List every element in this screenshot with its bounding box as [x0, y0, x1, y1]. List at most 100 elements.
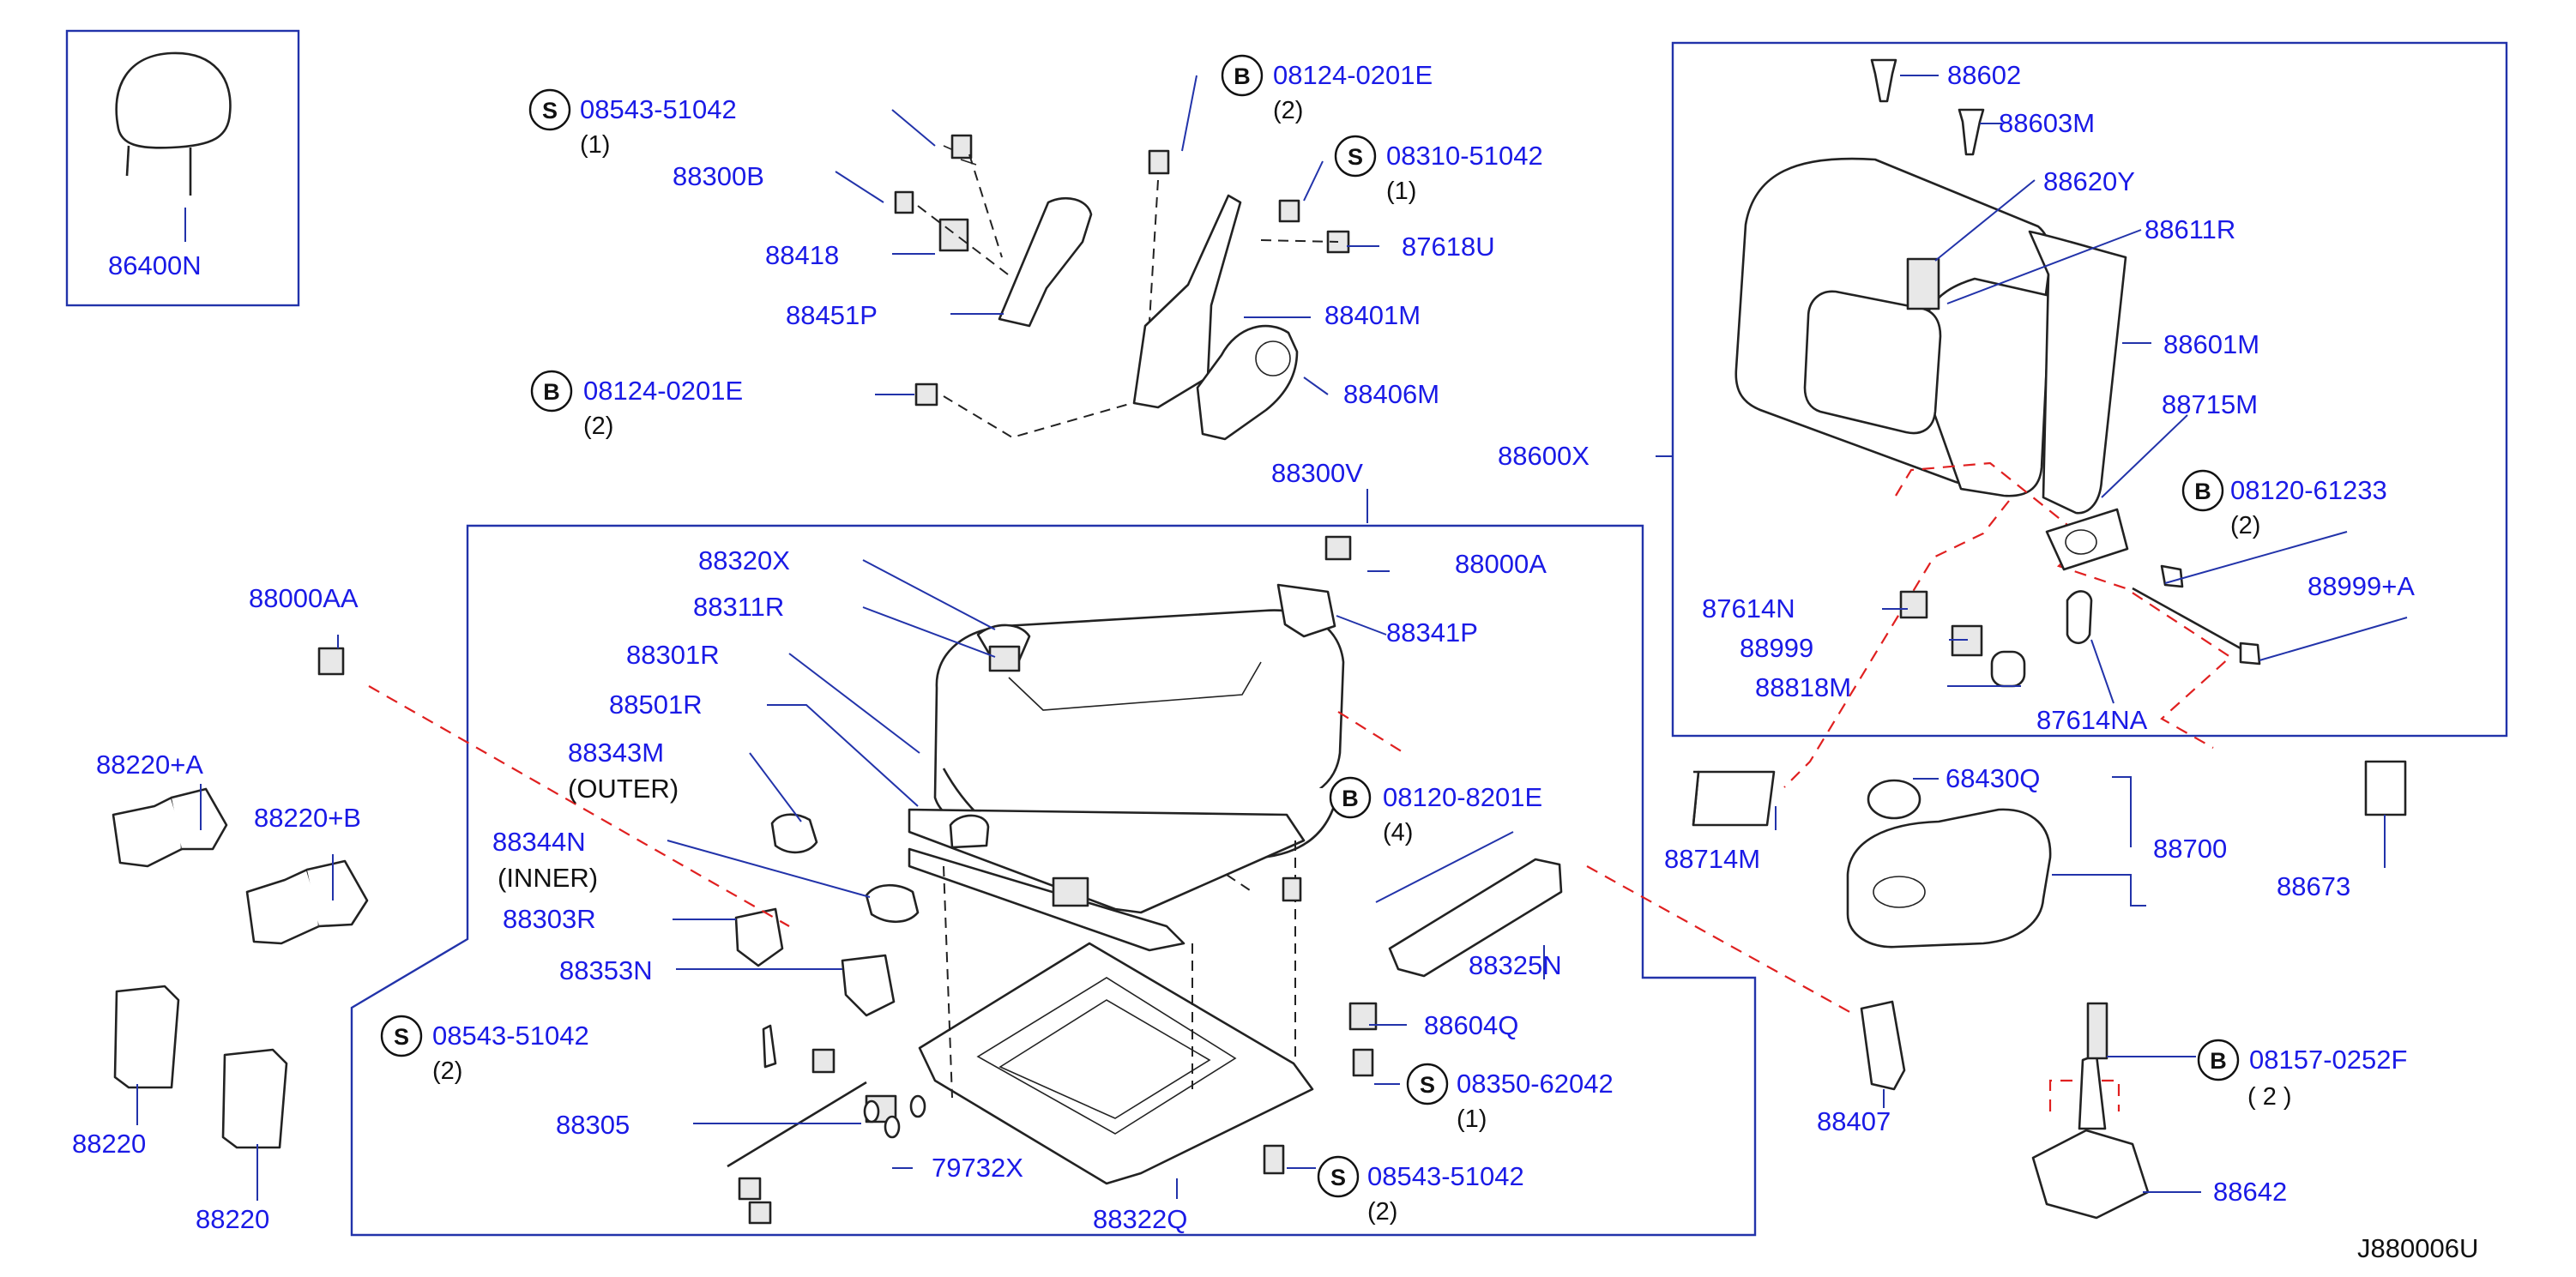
label-08543-51042-b: 08543-51042 [432, 1021, 589, 1051]
label-88220-1: 88220 [72, 1129, 146, 1159]
label-88603M: 88603M [1999, 108, 2095, 138]
label-88311R: 88311R [693, 592, 784, 622]
seat-rail-drawing [908, 808, 1306, 952]
seat-back-group-box [1671, 41, 2508, 738]
label-88620Y: 88620Y [2043, 166, 2135, 196]
label-88000A: 88000A [1455, 549, 1547, 579]
label-08120-61233: 08120-61233 [2230, 475, 2387, 505]
bolt-badge-letter: B [1342, 786, 1359, 811]
qty-08124-0201E-a: (2) [1273, 97, 1303, 124]
label-88501R: 88501R [609, 690, 703, 720]
bolt-badge [1329, 776, 1372, 819]
qty-08124-0201E-b: (2) [583, 413, 613, 440]
label-88601M: 88601M [2163, 329, 2259, 359]
screw-badge [1334, 135, 1377, 178]
badges: S B S B B B S S S B [380, 54, 2240, 1198]
label-88602: 88602 [1947, 60, 2021, 90]
left-side-parts [112, 647, 369, 1149]
recliner-cover-drawing [938, 145, 1093, 328]
right-side-parts [1692, 760, 2407, 1220]
screw-badge-letter: S [1330, 1165, 1346, 1190]
qty-08543-51042-c: (2) [1367, 1198, 1397, 1226]
label-88000AA: 88000AA [249, 583, 359, 613]
label-79732X: 79732X [932, 1153, 1023, 1183]
label-88343M: 88343M [568, 738, 664, 768]
headrest-guides [1870, 58, 1985, 156]
qty-08310-51042: (1) [1386, 178, 1416, 205]
screw-badge [380, 1015, 423, 1057]
label-08310-51042: 08310-51042 [1386, 141, 1543, 171]
label-88305: 88305 [556, 1110, 630, 1140]
label-88220-2: 88220 [196, 1204, 269, 1234]
label-88303R: 88303R [503, 904, 596, 934]
label-08120-8201E: 08120-8201E [1383, 782, 1542, 812]
label-87614N: 87614N [1702, 593, 1795, 623]
label-88301R: 88301R [626, 640, 720, 670]
bolt-badge [2181, 469, 2224, 512]
label-88999: 88999 [1740, 633, 1813, 663]
qty-08543-51042-a: (1) [580, 131, 610, 159]
seat-cushion-group-box [350, 524, 1757, 1237]
recliner-bracket-drawing [1132, 194, 1299, 441]
bolt-badge [1221, 54, 1264, 97]
label-88320X: 88320X [698, 545, 790, 575]
bolt-badge-letter: B [2210, 1048, 2227, 1074]
label-08124-0201E-a: 08124-0201E [1273, 60, 1433, 90]
label-88344N: 88344N [492, 827, 586, 857]
label-88451P: 88451P [786, 300, 878, 330]
label-68430Q: 68430Q [1946, 763, 2040, 793]
note-88344N: (INNER) [498, 863, 598, 893]
label-88401M: 88401M [1324, 300, 1421, 330]
label-88300B: 88300B [673, 161, 764, 191]
label-08350-62042: 08350-62042 [1457, 1069, 1614, 1099]
label-88715M: 88715M [2162, 389, 2258, 419]
label-88353N: 88353N [559, 955, 653, 985]
phantom-88407 [1586, 865, 1854, 1015]
screw-badge-letter: S [1420, 1072, 1435, 1098]
seat-pan-drawing [918, 942, 1314, 1185]
headrest-drawing [115, 51, 232, 196]
headrest-group-box [65, 29, 300, 307]
seat-back-hardware [1899, 508, 2261, 688]
screw-badge [1406, 1063, 1449, 1105]
label-88220B: 88220+B [254, 803, 361, 833]
qty-08157-0252F: ( 2 ) [2247, 1083, 2292, 1111]
note-88343M: (OUTER) [568, 774, 679, 804]
label-88322Q: 88322Q [1093, 1204, 1187, 1234]
bolt-badge-letter: B [2194, 479, 2211, 504]
label-08543-51042-c: 08543-51042 [1367, 1161, 1524, 1191]
bolt-badge [2197, 1039, 2240, 1081]
label-88325N: 88325N [1469, 950, 1562, 980]
bolt-badge-letter: B [543, 379, 560, 405]
qty-08120-8201E: (4) [1383, 819, 1413, 846]
label-88407: 88407 [1817, 1106, 1891, 1136]
screw-badge [1317, 1155, 1360, 1198]
label-08157-0252F: 08157-0252F [2249, 1045, 2407, 1075]
label-88220A: 88220+A [96, 750, 203, 780]
label-88300V: 88300V [1271, 458, 1363, 488]
seat-small-parts [727, 535, 1563, 1225]
label-88818M: 88818M [1755, 672, 1851, 702]
screw-badge-letter: S [542, 98, 558, 123]
label-86400N: 86400N [108, 250, 202, 280]
label-08124-0201E-b: 08124-0201E [583, 376, 743, 406]
label-87618U: 87618U [1402, 232, 1495, 262]
seat-back-phantom-b [1783, 500, 2010, 788]
small-fasteners-top [894, 134, 1350, 407]
label-88642: 88642 [2213, 1177, 2287, 1207]
bolt-badge-letter: B [1234, 63, 1251, 89]
top-cluster-phantoms [917, 154, 1339, 439]
screw-badge-letter: S [1348, 144, 1363, 170]
screw-badge [528, 88, 571, 131]
diagram-code: J880006U [2357, 1233, 2478, 1263]
screw-badge-letter: S [394, 1024, 409, 1050]
label-88418: 88418 [765, 240, 839, 270]
label-88700: 88700 [2153, 834, 2227, 864]
label-88600X: 88600X [1498, 441, 1590, 471]
seat-back-drawing [1734, 157, 2127, 515]
label-88714M: 88714M [1664, 844, 1760, 874]
label-88604Q: 88604Q [1424, 1010, 1518, 1040]
label-88999A: 88999+A [2308, 571, 2415, 601]
